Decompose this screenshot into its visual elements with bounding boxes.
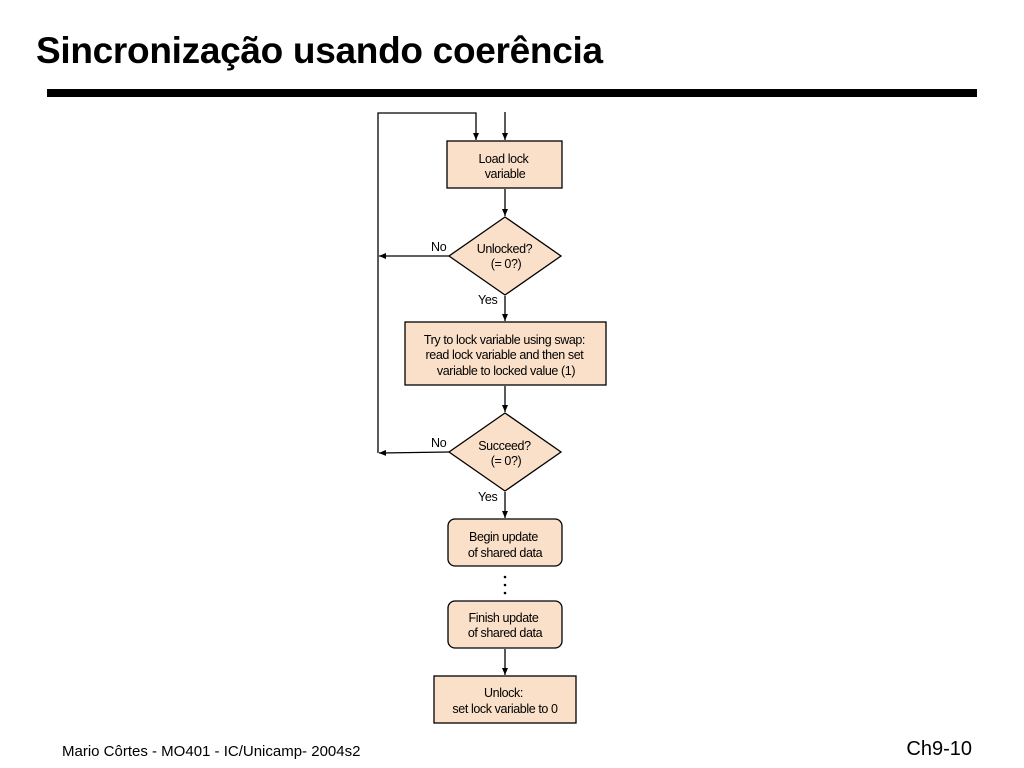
node-line: variable to locked value (1) <box>437 364 575 378</box>
label-unlocked-yes: Yes <box>478 293 498 307</box>
footer-author: Mario Côrtes - MO401 - IC/Unicamp- 2004s… <box>62 743 361 760</box>
title-rule <box>47 89 977 97</box>
label-succeed-no: No <box>431 436 447 450</box>
label-succeed-yes: Yes <box>478 490 498 504</box>
node-line: (= 0?) <box>491 257 522 271</box>
footer-page-number: Ch9-10 <box>906 738 972 760</box>
continuation-dots <box>503 575 507 595</box>
node-unlocked-decision: Unlocked? (= 0?) <box>447 216 563 296</box>
svg-text:Try to lock variable using swa: Try to lock variable using swap: read lo… <box>424 333 588 378</box>
node-line: Try to lock variable using swap: <box>424 333 585 347</box>
node-line: of shared data <box>468 626 543 640</box>
node-line: (= 0?) <box>491 454 522 468</box>
node-line: set lock variable to 0 <box>452 702 558 716</box>
node-line: Begin update <box>469 530 538 544</box>
svg-text:Unlock: set lock variabl: Unlock: set lock variable to 0 <box>452 686 558 716</box>
arrow-succeed-no <box>378 449 450 456</box>
edges <box>377 112 508 675</box>
node-unlock: Unlock: set lock variable to 0 <box>433 675 577 724</box>
node-line: Unlocked? <box>477 242 533 256</box>
svg-text:Begin update of shared d: Begin update of shared data <box>468 530 543 560</box>
svg-text:Succeed? (= 0?): Succeed? (= 0?) <box>478 439 533 468</box>
svg-text:Finish update of shared: Finish update of shared data <box>468 611 543 640</box>
svg-text:Unlocked? (= 0?): Unlocked? (= 0?) <box>477 242 536 271</box>
node-line: Load lock <box>479 152 530 166</box>
node-finish-update: Finish update of shared data <box>447 600 563 649</box>
node-line: read lock variable and then set <box>426 348 585 362</box>
node-succeed-decision: Succeed? (= 0?) <box>447 412 563 492</box>
slide-title: Sincronização usando coerência <box>36 30 603 71</box>
svg-text:Load lock variable: Load lock variable <box>479 152 532 181</box>
node-line: Unlock: <box>484 686 523 700</box>
node-load-lock: Load lock variable <box>446 140 563 189</box>
label-unlocked-no: No <box>431 240 447 254</box>
node-begin-update: Begin update of shared data <box>447 518 563 567</box>
node-line: of shared data <box>468 546 543 560</box>
node-line: variable <box>485 167 526 181</box>
retry-loop-arrow <box>377 112 479 453</box>
node-line: Finish update <box>469 611 539 625</box>
node-try-swap: Try to lock variable using swap: read lo… <box>404 321 607 386</box>
node-line: Succeed? <box>478 439 531 453</box>
